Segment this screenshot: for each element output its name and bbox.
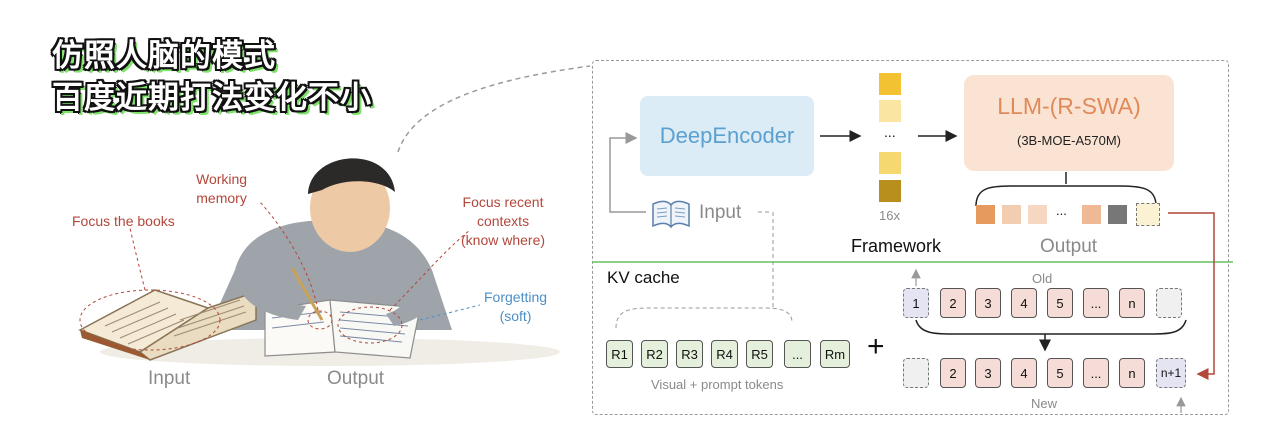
feedback-arrow: [1168, 212, 1215, 380]
pencil: [290, 267, 324, 321]
visual-tokens-brace: [615, 307, 793, 329]
old-token: ...: [1083, 288, 1109, 318]
plus-sign: +: [867, 330, 885, 363]
new-token: ...: [1083, 358, 1109, 388]
compressed-token-dots: ...: [884, 124, 896, 140]
annotation-forgetting-line2: (soft): [499, 308, 532, 324]
recent-context-highlight: [337, 306, 403, 344]
compression-factor: 16x: [879, 208, 900, 223]
framework-label: Framework: [851, 236, 942, 256]
old-token-empty: [1156, 288, 1182, 318]
kv-cache-title: KV cache: [607, 268, 680, 287]
old-row-label: Old: [1032, 271, 1053, 286]
new-token-latest: n+1: [1156, 358, 1186, 388]
output-token-new: [1136, 203, 1160, 226]
annotation-focus-recent-line2: contexts: [476, 213, 530, 229]
annotation-forgetting: Forgetting (soft): [484, 288, 547, 326]
new-token: 4: [1011, 358, 1037, 388]
annotation-focus-books: Focus the books: [72, 213, 175, 229]
old-token: 1: [903, 288, 929, 318]
output-label: Output: [1040, 236, 1098, 257]
visual-token: R2: [641, 340, 668, 368]
new-token: 2: [940, 358, 966, 388]
illustration-caption-output: Output: [327, 368, 385, 389]
connector-curve: [397, 65, 591, 153]
annotation-focus-recent: Focus recent contexts (know where): [461, 193, 545, 250]
old-token: 3: [975, 288, 1001, 318]
compressed-token: [879, 100, 901, 122]
working-memory-highlight: [307, 310, 333, 330]
visual-tokens-caption: Visual + prompt tokens: [651, 377, 784, 392]
input-loop-arrow: [609, 132, 646, 213]
llm-subtitle: (3B-MOE-A570M): [1016, 133, 1122, 148]
new-token-empty: [903, 358, 929, 388]
annotation-working-memory-line1: Working: [196, 171, 248, 187]
new-token: 3: [975, 358, 1001, 388]
headline-line-1: 仿照人脑的模式: [52, 38, 276, 74]
framework-frame: [592, 60, 1229, 415]
old-token: 4: [1011, 288, 1037, 318]
llm-title: LLM-(R-SWA): [997, 93, 1141, 119]
visual-token: R4: [711, 340, 738, 368]
visual-token: Rm: [820, 340, 850, 368]
annotation-working-memory: Working memory: [196, 170, 247, 208]
output-token: [1028, 205, 1047, 224]
output-token: [976, 205, 995, 224]
visual-token: R5: [746, 340, 773, 368]
annotation-working-memory-line2: memory: [196, 190, 247, 206]
book-icon: [652, 200, 690, 229]
compressed-token: [879, 73, 901, 95]
headline-line-2: 百度近期打法变化不小: [52, 80, 372, 116]
new-token: n: [1119, 358, 1145, 388]
new-row-label: New: [1031, 396, 1058, 411]
output-token-dots: ...: [1056, 203, 1067, 218]
annotation-forgetting-line1: Forgetting: [484, 289, 548, 305]
output-token: [1002, 205, 1021, 224]
llm-box: LLM-(R-SWA) (3B-MOE-A570M): [964, 75, 1174, 171]
compressed-token: [879, 152, 901, 174]
old-token: 5: [1047, 288, 1073, 318]
output-token: [1082, 205, 1101, 224]
annotation-focus-recent-line3: (know where): [461, 232, 546, 248]
student-illustration: [78, 158, 560, 366]
deep-encoder-box: DeepEncoder: [640, 96, 814, 176]
visual-token: ...: [784, 340, 811, 368]
open-book-input: [78, 289, 257, 361]
visual-token: R3: [676, 340, 703, 368]
visual-token: R1: [606, 340, 633, 368]
framework-connectors: [592, 130, 1233, 413]
focus-books-highlight: [79, 289, 221, 351]
old-token: n: [1119, 288, 1145, 318]
annotation-focus-recent-line1: Focus recent: [462, 194, 544, 210]
new-token: 5: [1047, 358, 1073, 388]
student-hair: [308, 158, 395, 194]
framework-input-label: Input: [699, 202, 742, 223]
old-token: 2: [940, 288, 966, 318]
output-token: [1108, 205, 1127, 224]
compressed-token: [879, 180, 901, 202]
output-brace: [975, 185, 1157, 207]
deep-encoder-label: DeepEncoder: [659, 123, 795, 148]
illustration-caption-input: Input: [148, 368, 191, 389]
